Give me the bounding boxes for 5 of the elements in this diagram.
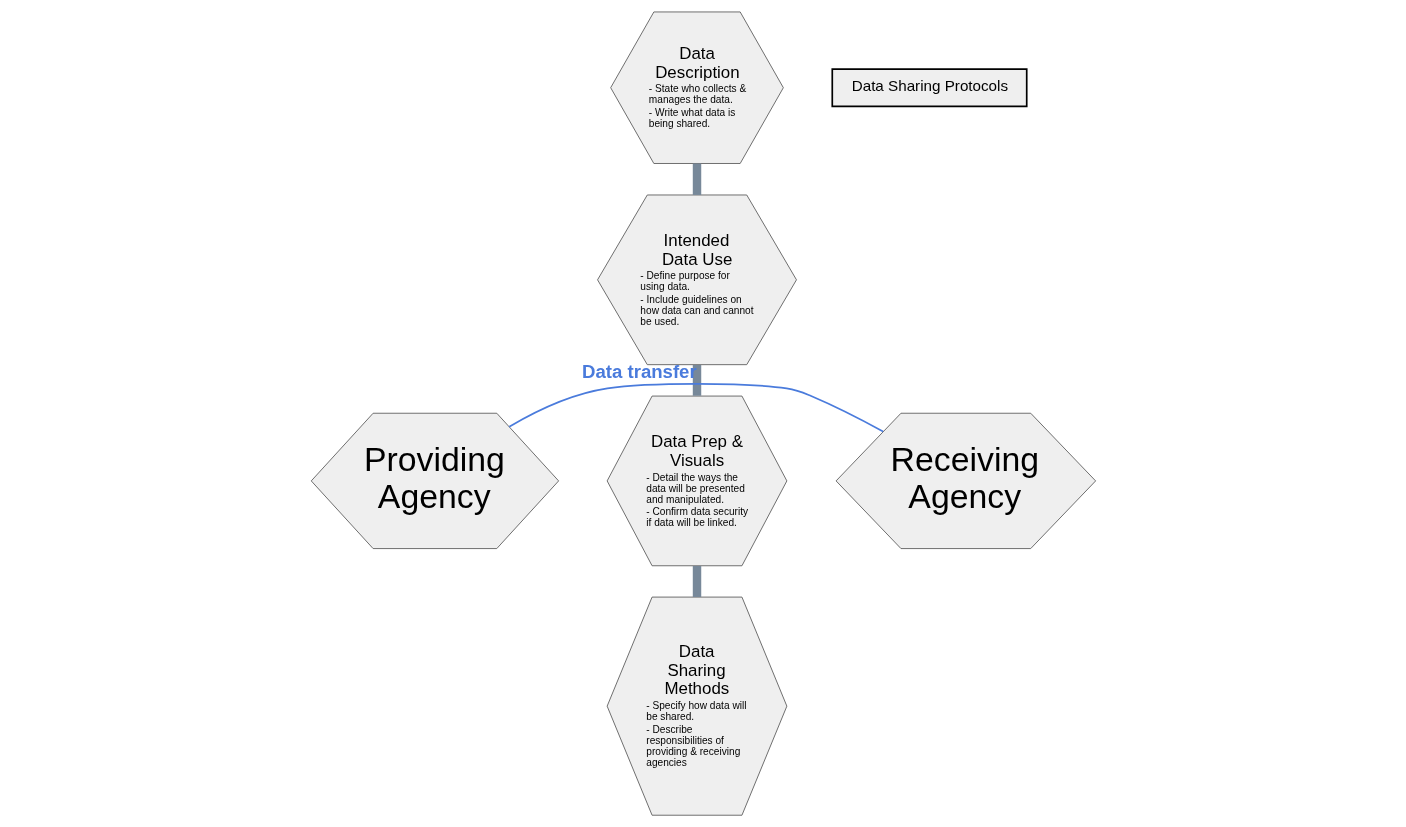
connector bbox=[692, 163, 701, 195]
connector bbox=[692, 364, 701, 396]
connector bbox=[692, 565, 701, 597]
node-box: Data Sharing Protocols bbox=[830, 68, 1028, 108]
connector bbox=[507, 383, 884, 433]
